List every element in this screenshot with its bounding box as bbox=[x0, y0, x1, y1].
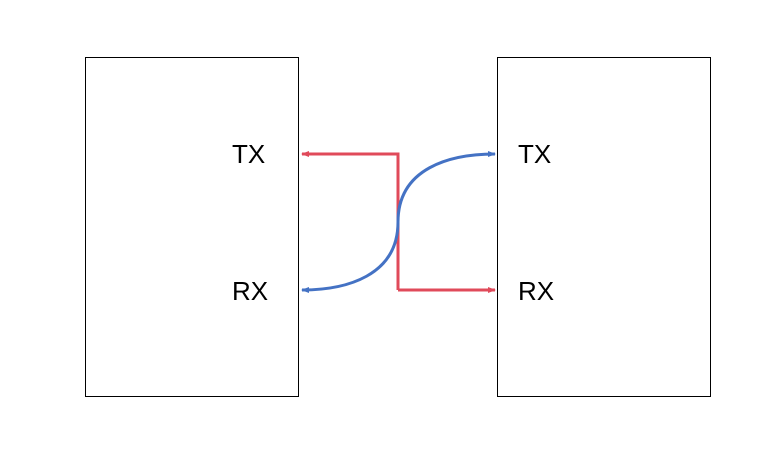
right-device-box bbox=[497, 57, 711, 397]
left-device-box bbox=[85, 57, 299, 397]
right-rx-label: RX bbox=[518, 276, 555, 306]
left-rx-label: RX bbox=[232, 276, 269, 306]
blue-connection-curve-branch bbox=[301, 221, 400, 293]
left-tx-label: TX bbox=[232, 139, 266, 169]
red-connection-line bbox=[301, 151, 400, 290]
right-tx-label: TX bbox=[518, 139, 552, 169]
blue-connection-curve bbox=[396, 151, 496, 223]
